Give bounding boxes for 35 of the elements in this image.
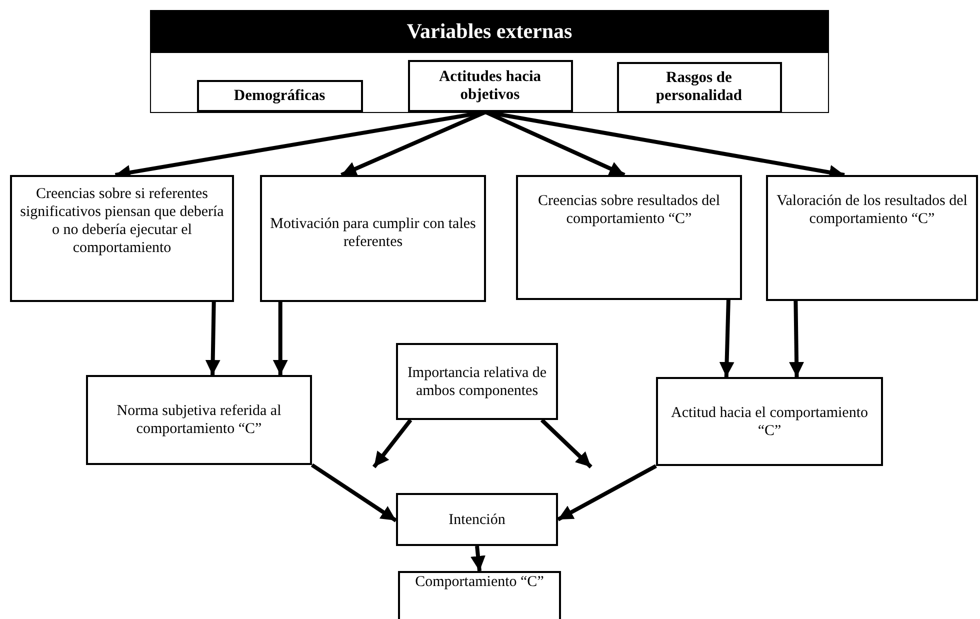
process-box: [616, 62, 782, 112]
heading: Variables externas: [151, 11, 828, 54]
process-box: [398, 571, 561, 619]
box-text: Motivación para cumplir con tales referentes: [269, 215, 477, 251]
box-text: Norma subjetiva referida al comportamiento “C”: [116, 402, 282, 438]
process-box: [86, 375, 312, 465]
process-box: [516, 175, 742, 300]
box-text: Actitudes hacia objetivos: [438, 68, 542, 104]
group-box: [150, 10, 829, 113]
process-box: [656, 377, 883, 466]
box-text: Intención: [448, 510, 506, 528]
box-text: Creencias sobre resultados del comportamiento “C”: [536, 192, 722, 228]
arrow: [789, 300, 804, 378]
process-box: [196, 80, 362, 112]
process-box: [260, 175, 486, 302]
arrow: [272, 302, 288, 375]
arrow: [557, 464, 657, 522]
box-text: Creencias sobre si referentes significativos piensan que debería o no debería ejecutar el comportamiento: [19, 185, 225, 257]
process-box: [396, 493, 558, 546]
arrow: [310, 463, 398, 522]
arrow: [470, 546, 486, 572]
box-text: Valoración de los resultados del comportamiento “C”: [776, 192, 968, 228]
process-box: [408, 60, 572, 112]
box-text: Rasgos de personalidad: [654, 69, 744, 105]
box-text: Demográficas: [232, 86, 326, 104]
arrow: [719, 300, 734, 378]
box-text: Comportamiento “C”: [414, 573, 545, 591]
process-box: [396, 343, 558, 420]
arrow: [372, 418, 412, 468]
box-text: Importancia relativa de ambos componentes: [406, 364, 548, 400]
arrow: [540, 418, 592, 468]
process-box: [766, 175, 978, 301]
process-box: [10, 175, 234, 302]
arrow: [205, 302, 220, 376]
box-text: Actitud hacia el comportamiento “C”: [670, 404, 869, 440]
